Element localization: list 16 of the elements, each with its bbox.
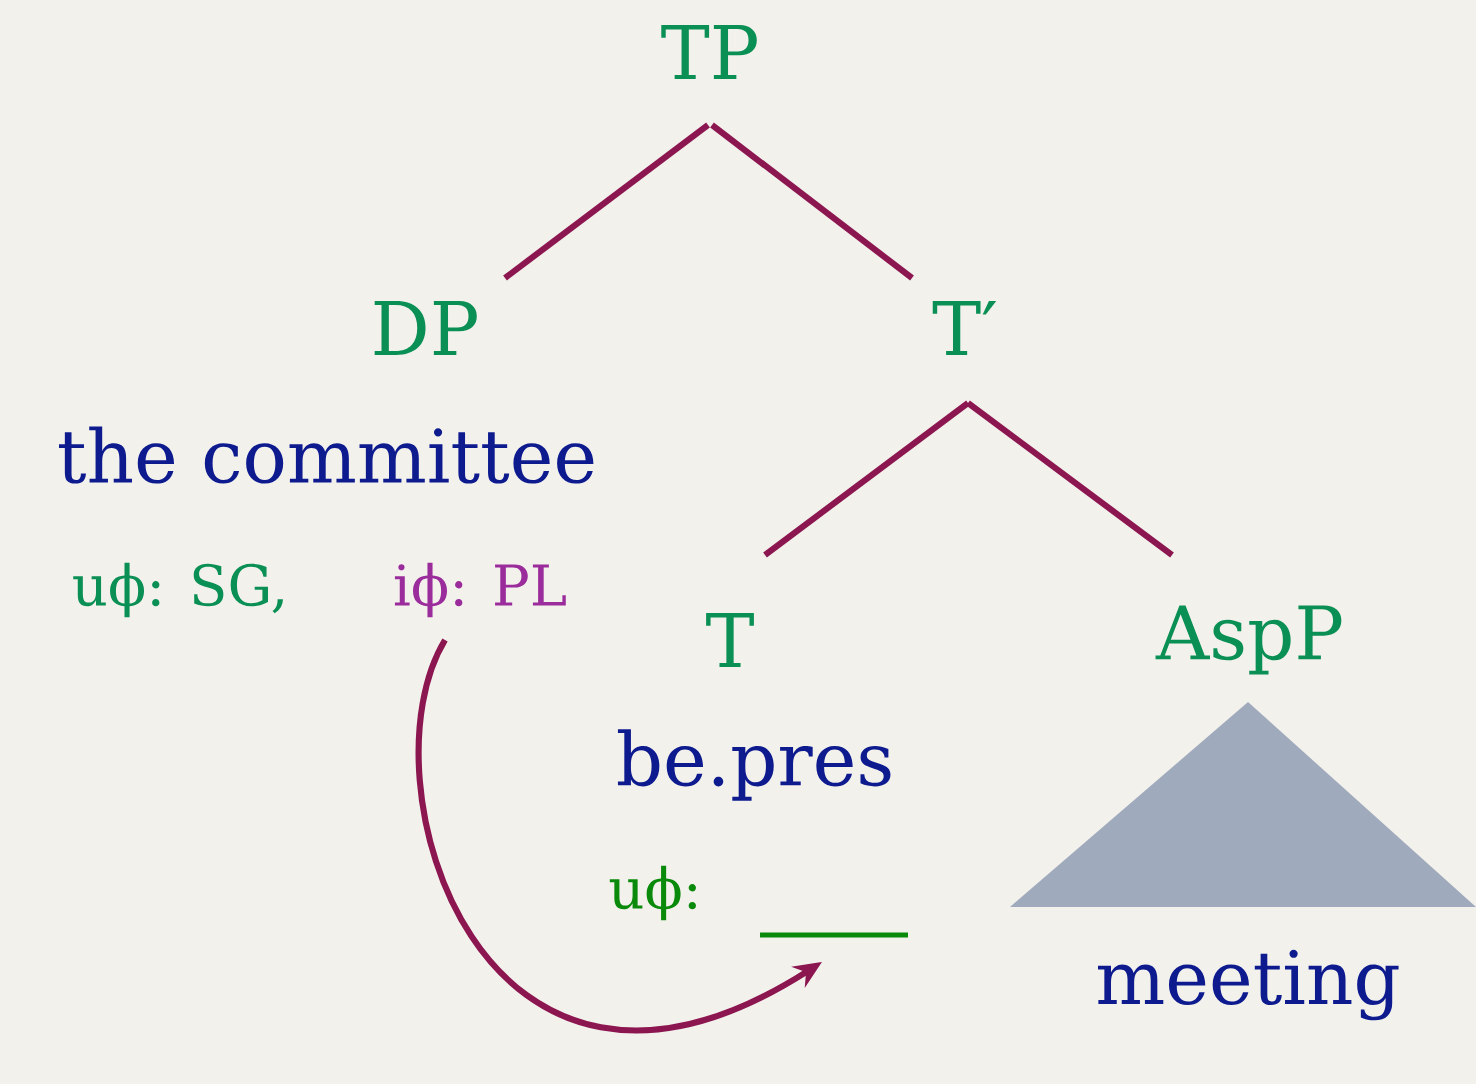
word-text: meeting — [1098, 949, 1399, 1021]
feature-text: uϕ: SG, — [73, 562, 283, 618]
category-label: T′ — [932, 301, 997, 355]
category-label: TP — [661, 25, 757, 79]
word-text: be.pres — [617, 729, 891, 801]
word-text: the committee — [59, 426, 594, 484]
category-label: AspP — [1155, 605, 1342, 675]
tree-branch — [710, 122, 914, 281]
feature-text: iϕ: PL — [394, 562, 566, 618]
tree-branch — [966, 400, 1174, 558]
tree-branch — [763, 400, 970, 558]
category-label: T — [706, 613, 754, 667]
tree-branch — [503, 122, 710, 281]
roof-triangle — [1010, 702, 1476, 907]
category-label: DP — [374, 301, 477, 355]
feature-text: uϕ: — [609, 865, 696, 921]
